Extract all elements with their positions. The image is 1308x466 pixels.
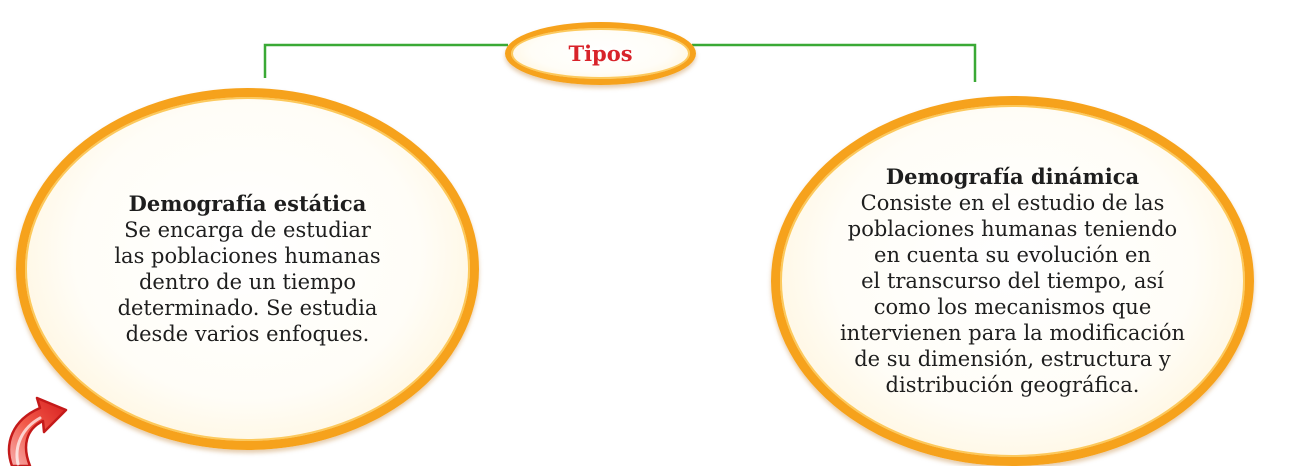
root-node-label: Tipos bbox=[568, 41, 633, 66]
node-text-line: como los mecanismos que bbox=[873, 295, 1152, 319]
node-text-line: el transcurso del tiempo, así bbox=[861, 269, 1164, 293]
node-text-line: Se encarga de estudiar bbox=[124, 218, 371, 242]
node-text-line: dentro de un tiempo bbox=[138, 270, 357, 294]
node-text-line: en cuenta su evolución en bbox=[874, 243, 1151, 267]
node-demografia-dinamica: Demografía dinámica Consiste en el estud… bbox=[771, 96, 1254, 466]
node-text-line: Consiste en el estudio de las bbox=[860, 191, 1165, 215]
node-title: Demografía estática bbox=[128, 191, 367, 216]
connector-right bbox=[692, 43, 977, 82]
node-demografia-estatica: Demografía estática Se encarga de estudi… bbox=[16, 88, 479, 450]
curved-arrow-icon bbox=[7, 396, 68, 466]
node-text-line: distribución geográfica. bbox=[885, 373, 1140, 397]
node-text-line: determinado. Se estudia bbox=[117, 296, 378, 320]
node-text-line: poblaciones humanas teniendo bbox=[847, 217, 1178, 241]
node-text-line: las poblaciones humanas bbox=[114, 244, 381, 268]
node-text-line: intervienen para la modificación bbox=[839, 321, 1186, 345]
node-text-line: desde varios enfoques. bbox=[125, 322, 370, 346]
connector-left bbox=[263, 43, 508, 78]
root-node-tipos: Tipos bbox=[505, 22, 696, 85]
node-text-line: de su dimensión, estructura y bbox=[854, 347, 1171, 371]
node-title: Demografía dinámica bbox=[885, 164, 1140, 189]
